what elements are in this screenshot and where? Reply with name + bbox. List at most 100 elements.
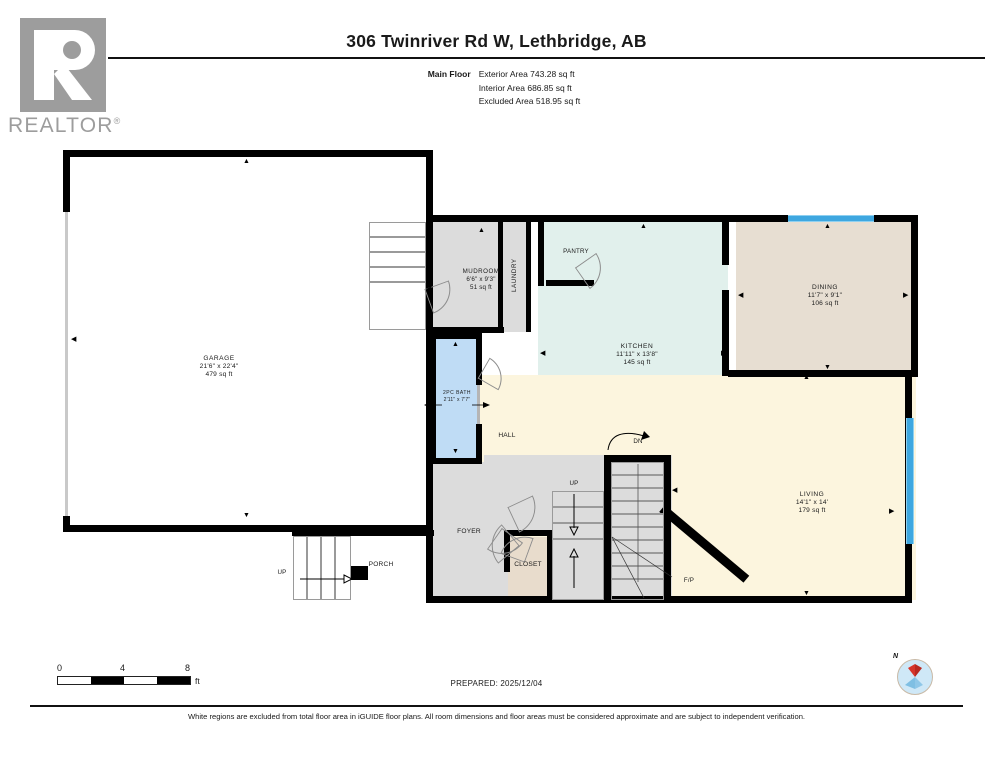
- room-garage: [63, 150, 430, 528]
- window-dining-north: [788, 215, 874, 222]
- scale-tick-0: 0: [57, 663, 63, 673]
- label-foyer: FOYER: [457, 528, 481, 535]
- arrow-dining-w: ◀: [738, 292, 744, 299]
- arrow-dining-n: ▲: [824, 223, 831, 230]
- registered-mark: ®: [113, 116, 122, 126]
- wall-stair-right: [664, 455, 671, 600]
- scale-unit: ft: [195, 676, 200, 686]
- wall-kitchen-right-upper: [722, 215, 729, 265]
- compass-north-label: N: [893, 653, 899, 660]
- label-living-name: LIVING: [799, 491, 825, 498]
- label-kitchen-dims: 11'11" x 13'8": [616, 351, 658, 359]
- title-divider: [108, 57, 985, 59]
- stair-guide-lines: [600, 535, 680, 600]
- label-garage-dims: 21'6" x 22'4": [199, 363, 239, 371]
- label-pantry: PANTRY: [563, 248, 589, 255]
- room-closet: [508, 537, 550, 597]
- label-dining-name: DINING: [811, 284, 839, 291]
- arrow-mud-w: ◀: [426, 286, 432, 293]
- wall-bath-top: [430, 333, 482, 339]
- wall-mudroom-left: [426, 222, 433, 270]
- window-living-east: [906, 418, 914, 544]
- wall-garage-bottom: [63, 525, 433, 532]
- realtor-logo: REALTOR®: [8, 18, 128, 137]
- marker-dn: DN: [633, 438, 643, 445]
- label-living: LIVING 14'1" x 14' 179 sq ft: [762, 491, 862, 516]
- room-dining: [736, 215, 916, 375]
- label-garage-area: 479 sq ft: [205, 371, 233, 379]
- arrow-living-s: ▼: [803, 590, 810, 597]
- arrow-living-w: ◀: [672, 487, 678, 494]
- label-dining-dims: 11'7" x 9'1": [807, 292, 843, 300]
- wall-hall-lower: [510, 530, 552, 536]
- realtor-wordmark-text: REALTOR: [8, 114, 114, 137]
- wall-garage-top: [63, 150, 433, 157]
- label-living-dims: 14'1" x 14': [795, 499, 829, 507]
- marker-up-porch: UP: [277, 569, 287, 576]
- arrow-mud-n: ▲: [478, 227, 485, 234]
- prepared-date: PREPARED: 2025/12/04: [450, 679, 543, 688]
- exterior-area: Exterior Area 743.28 sq ft: [478, 69, 575, 79]
- interior-area: Interior Area 686.85 sq ft: [478, 82, 572, 93]
- wall-bath-right-lower: [476, 424, 482, 464]
- wall-kitchen-right-lower: [722, 290, 729, 376]
- label-living-area: 179 sq ft: [798, 507, 826, 515]
- stairs-down-run: [611, 462, 664, 600]
- footer-divider: [30, 705, 963, 707]
- page-title: 306 Twinriver Rd W, Lethbridge, AB: [346, 31, 647, 51]
- scale-seg-4: [157, 677, 190, 684]
- arrow-kitchen-e: ▶: [721, 350, 727, 357]
- realtor-r-mark: [20, 18, 106, 112]
- room-laundry: [500, 222, 530, 332]
- wall-laundry-left: [498, 222, 503, 332]
- dn-arrow-arc: [604, 428, 660, 452]
- wall-porch-block: [351, 566, 368, 580]
- area-summary: Main Floor Exterior Area 743.28 sq ft In…: [0, 68, 993, 109]
- scale-bar: [57, 676, 191, 685]
- label-dining: DINING 11'7" x 9'1" 106 sq ft: [775, 284, 875, 309]
- up-arrow-bottom: [569, 547, 579, 588]
- wall-east-dining: [911, 215, 918, 375]
- porch-stairs: [293, 536, 351, 600]
- scale-seg-2: [91, 677, 124, 684]
- arrow-dining-s: ▼: [824, 364, 831, 371]
- label-bath: 2PC BATH 2'11" x 7'7": [425, 390, 489, 403]
- label-kitchen: KITCHEN 11'11" x 13'8" 145 sq ft: [587, 343, 687, 368]
- garage-stairs: [369, 222, 426, 330]
- label-kitchen-area: 145 sq ft: [623, 359, 651, 367]
- label-bath-dims: 2'11" x 7'7": [443, 396, 471, 403]
- stairs-up-landing: [552, 539, 604, 600]
- label-hall: HALL: [498, 432, 516, 439]
- bath-dim-arrows: [424, 396, 490, 408]
- scale-tick-8: 8: [185, 663, 191, 673]
- compass-needle: [905, 664, 923, 689]
- up-arrow-down: [569, 494, 579, 537]
- label-fireplace: F/P: [683, 577, 695, 584]
- room-bath: [434, 336, 480, 462]
- label-mudroom-area: 51 sq ft: [470, 284, 492, 292]
- wall-stair-left: [604, 455, 611, 600]
- realtor-r-glyph: [34, 30, 95, 100]
- arrow-garage-south: ▼: [243, 512, 250, 519]
- porch-up-arrow: [300, 571, 354, 584]
- arrow-garage-north: ▲: [243, 158, 250, 165]
- label-porch: PORCH: [368, 561, 394, 568]
- wall-garage-right: [426, 150, 433, 532]
- wall-closet-left: [504, 530, 510, 572]
- label-garage-name: GARAGE: [203, 355, 235, 362]
- arrow-kitchen-w: ◀: [540, 350, 546, 357]
- arrow-bath-n: ▲: [452, 341, 459, 348]
- scale-seg-1: [58, 677, 91, 684]
- wall-bath-left: [430, 333, 436, 463]
- label-mudroom: MUDROOM 6'6" x 9'3" 51 sq ft: [441, 268, 521, 293]
- wall-pantry-left: [538, 222, 544, 286]
- wall-garage-door-left: [65, 212, 68, 516]
- arrow-bath-s: ▼: [452, 448, 459, 455]
- wall-dining-bottom: [728, 370, 912, 377]
- wall-mudroom-bottom: [426, 327, 504, 333]
- floor-label: Main Floor: [427, 69, 471, 79]
- marker-up-stair: UP: [569, 480, 579, 487]
- label-mudroom-dims: 6'6" x 9'3": [466, 276, 496, 284]
